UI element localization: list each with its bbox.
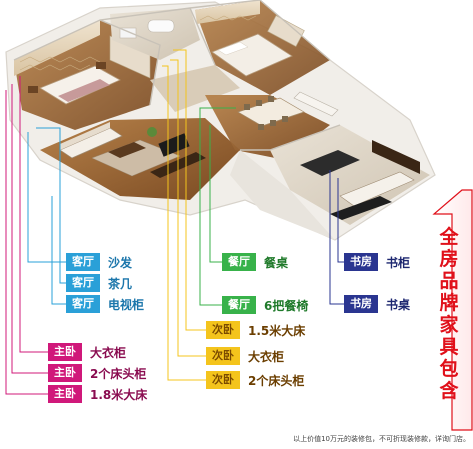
sofa-back — [60, 122, 110, 150]
item-tv-cabinet: 电视柜 — [108, 297, 145, 312]
second-bed — [211, 33, 293, 77]
master-label-nightstands: 主卧 2个床头柜 — [48, 364, 146, 382]
bathroom-floor — [110, 8, 200, 60]
room-tag-study: 书房 — [344, 295, 378, 313]
coffee-table — [108, 142, 146, 158]
room-tag-master: 主卧 — [48, 364, 82, 382]
leader-dining-chairs — [199, 107, 236, 306]
second-wall-pattern — [199, 15, 257, 21]
study-floor — [270, 125, 430, 225]
master-label-wardrobe: 主卧 大衣柜 — [48, 343, 126, 361]
second-label-wardrobe: 次卧 大衣柜 — [206, 347, 284, 365]
room-tag-living: 客厅 — [66, 253, 100, 271]
study-label-desk: 书房 书桌 — [344, 295, 410, 313]
item-master-wardrobe: 大衣柜 — [90, 345, 127, 360]
item-second-wardrobe: 大衣柜 — [248, 349, 285, 364]
room-tag-dining: 餐厅 — [222, 253, 256, 271]
master-label-bed: 主卧 1.8米大床 — [48, 385, 147, 403]
tv-screen — [158, 133, 190, 157]
banner-title: 全房品牌家具包含 — [439, 226, 459, 402]
room-tag-living: 客厅 — [66, 295, 100, 313]
item-bookcase: 书柜 — [386, 255, 411, 270]
leader-master-wardrobe — [19, 76, 48, 353]
leader-dining-table — [209, 125, 222, 263]
footnote: 以上价值10万元的装修包，不可折现装修款，详询门店。 — [293, 435, 470, 443]
master-nightstand-right — [96, 62, 106, 69]
wall-lines — [13, 0, 341, 151]
leader-living-tv — [51, 196, 66, 305]
leader-second-bed — [173, 49, 206, 331]
room-tag-living: 客厅 — [66, 274, 100, 292]
kitchen-counter — [293, 91, 339, 117]
study-bookcase — [372, 140, 420, 174]
second-bed-pillow — [217, 41, 249, 56]
plant — [147, 127, 157, 137]
item-sofa: 沙发 — [108, 255, 133, 270]
leader-lines — [5, 49, 344, 395]
second-label-nightstands: 次卧 2个床头柜 — [206, 371, 304, 389]
wall-pattern — [19, 56, 101, 71]
master-nightstand-left — [28, 86, 38, 93]
item-dining-chairs: 6把餐椅 — [264, 298, 309, 313]
item-master-nightstands: 2个床头柜 — [90, 366, 147, 381]
study-desk — [300, 150, 360, 176]
item-coffee-table: 茶几 — [108, 276, 133, 291]
bathroom-tub — [147, 19, 175, 33]
banner-arrow — [432, 189, 473, 431]
leader-living-table — [36, 127, 66, 284]
room-tag-master: 主卧 — [48, 385, 82, 403]
living-room-label-tv-cabinet: 客厅 电视柜 — [66, 295, 144, 313]
item-second-nightstands: 2个床头柜 — [248, 373, 305, 388]
dining-chairs — [244, 96, 288, 130]
bathroom-vanity — [119, 27, 137, 39]
dining-table — [237, 97, 305, 127]
item-dining-table: 餐桌 — [264, 255, 289, 270]
leader-master-nightstands — [11, 84, 48, 374]
item-second-bed: 1.5米大床 — [248, 323, 306, 338]
second-wardrobe — [267, 15, 305, 47]
living-room-label-sofa: 客厅 沙发 — [66, 253, 132, 271]
study-sofa — [339, 171, 415, 207]
room-tag-second: 次卧 — [206, 371, 240, 389]
room-tag-second: 次卧 — [206, 347, 240, 365]
room-tag-master: 主卧 — [48, 343, 82, 361]
study-low-cabinet — [330, 196, 392, 220]
item-desk: 书桌 — [386, 297, 411, 312]
second-bedroom-wall — [195, 0, 260, 24]
leader-study-bookcase — [337, 178, 344, 263]
room-tag-second: 次卧 — [206, 321, 240, 339]
room-tag-study: 书房 — [344, 253, 378, 271]
master-bed-throw — [58, 79, 110, 102]
room-tag-dining: 餐厅 — [222, 296, 256, 314]
leader-second-wardrobe — [170, 59, 206, 357]
leader-second-nightstands — [162, 65, 206, 381]
living-room-label-coffee-table: 客厅 茶几 — [66, 274, 132, 292]
leader-master-bed — [5, 90, 48, 395]
corridor-floor — [150, 65, 240, 112]
study-label-bookcase: 书房 书柜 — [344, 253, 410, 271]
balcony-floor — [230, 150, 335, 240]
dining-label-table: 餐厅 餐桌 — [222, 253, 288, 271]
leader-living-sofa — [27, 132, 66, 263]
leader-study-desk — [329, 170, 344, 305]
second-label-bed: 次卧 1.5米大床 — [206, 321, 305, 339]
master-bedroom-wall — [14, 20, 100, 76]
dining-label-chairs: 餐厅 6把餐椅 — [222, 296, 308, 314]
item-master-bed: 1.8米大床 — [90, 387, 148, 402]
master-bed — [39, 65, 121, 105]
